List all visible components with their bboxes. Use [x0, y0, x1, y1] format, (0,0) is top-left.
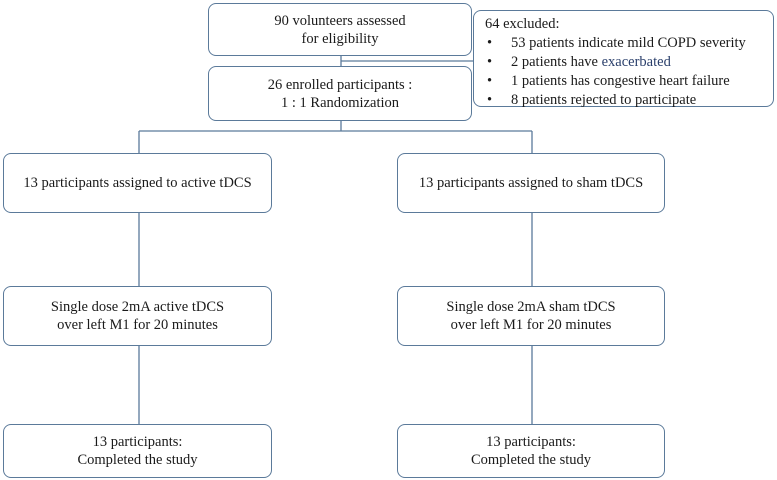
active-assigned-box: 13 participants assigned to active tDCS — [3, 153, 272, 213]
excluded-item: 2 patients have exacerbated — [485, 53, 765, 72]
excluded-item: 1 patients has congestive heart failure — [485, 72, 765, 91]
sham-completed-box: 13 participants: Completed the study — [397, 424, 665, 478]
sham-assigned-box: 13 participants assigned to sham tDCS — [397, 153, 665, 213]
sham-assigned-label: 13 participants assigned to sham tDCS — [418, 175, 644, 191]
sham-completed-line1: 13 participants: — [486, 434, 576, 450]
enrolled-line1: 26 enrolled participants : — [267, 76, 413, 93]
sham-intervention-line2: over left M1 for 20 minutes — [450, 317, 612, 333]
active-intervention-line1: Single dose 2mA active tDCS — [50, 299, 225, 315]
assessed-line2: for eligibility — [301, 30, 379, 47]
excluded-box: 64 excluded: 53 patients indicate mild C… — [473, 10, 774, 110]
active-completed-line1: 13 participants: — [92, 434, 183, 450]
active-assigned-label: 13 participants assigned to active tDCS — [23, 175, 252, 191]
excluded-list: 53 patients indicate mild COPD severity … — [485, 34, 765, 110]
enrolled-line2: 1 : 1 Randomization — [281, 94, 399, 111]
active-completed-box: 13 participants: Completed the study — [3, 424, 272, 478]
excluded-title: 64 excluded: — [485, 16, 560, 32]
excluded-item: 53 patients indicate mild COPD severity — [485, 34, 765, 53]
sham-intervention-box: Single dose 2mA sham tDCS over left M1 f… — [397, 286, 665, 346]
assessed-line1: 90 volunteers assessed — [274, 12, 406, 29]
sham-intervention-line1: Single dose 2mA sham tDCS — [446, 299, 616, 315]
excluded-item: 8 patients rejected to participate — [485, 91, 765, 110]
sham-completed-line2: Completed the study — [470, 452, 591, 468]
active-intervention-box: Single dose 2mA active tDCS over left M1… — [3, 286, 272, 346]
active-completed-line2: Completed the study — [77, 452, 198, 468]
assessed-box: 90 volunteers assessed for eligibility — [208, 3, 472, 56]
excluded-item-highlight: exacerbated — [601, 54, 671, 70]
active-intervention-line2: over left M1 for 20 minutes — [57, 317, 218, 333]
enrolled-box: 26 enrolled participants : 1 : 1 Randomi… — [208, 66, 472, 121]
